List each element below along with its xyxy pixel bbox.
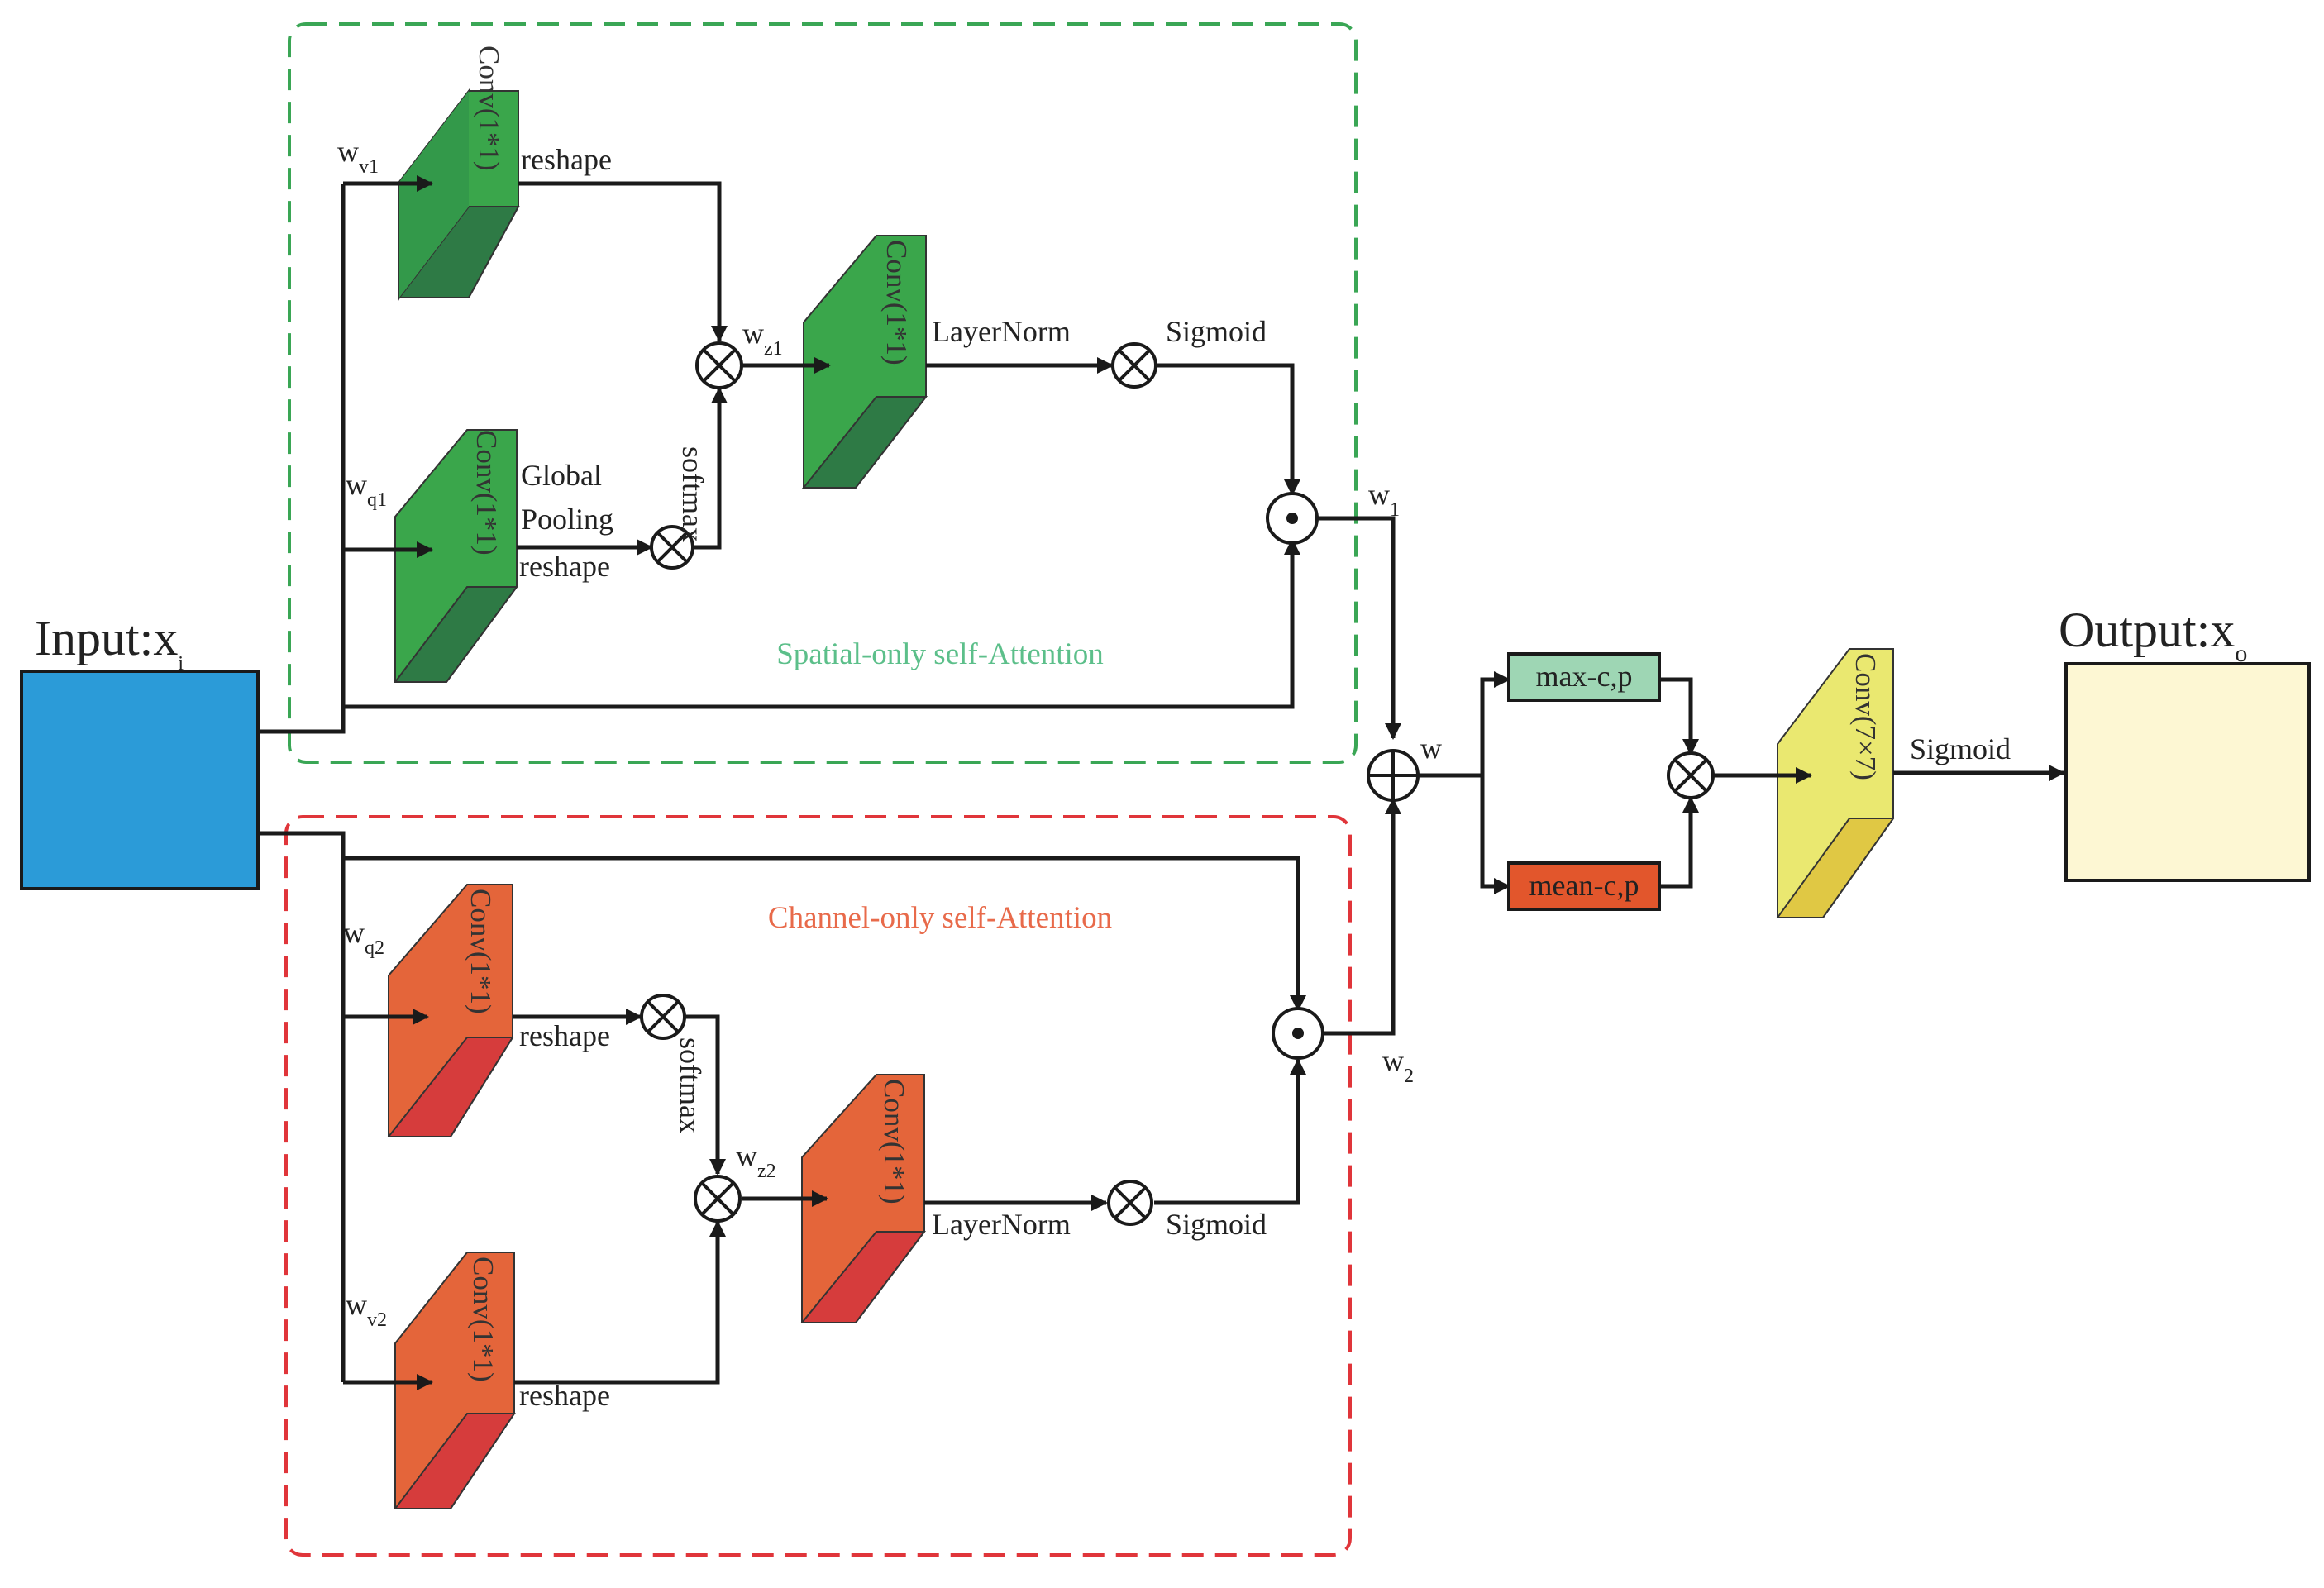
input-title: Input:xi [35,611,184,675]
conv-block-q1 [393,429,518,683]
spatial-attention-frame [288,22,1358,764]
multiply-op-spatial-1 [695,341,743,389]
label-softmax-channel: softmax [674,1037,707,1133]
label-reshape-v1: reshape [521,143,612,176]
label-wv2: wv2 [346,1288,387,1331]
label-softmax-spatial: softmax [676,446,709,542]
multiply-op-layernorm-channel [1107,1180,1153,1226]
conv-block-z1 [801,235,928,489]
wire-residual-spatial [343,538,1300,709]
label-wz2: wz2 [736,1139,776,1182]
wire-w2 [1323,798,1401,1036]
dot-op-spatial [1266,492,1319,545]
wire-max-mul [1659,677,1699,756]
wire-residual-channel [343,856,1306,1012]
label-wv1: wv1 [337,135,379,178]
multiply-op-layernorm-spatial [1111,342,1157,389]
multiply-op-softmax-channel [640,994,686,1040]
dot-op-channel [1272,1007,1324,1060]
conv-block-v2 [393,1252,516,1509]
channel-attention-title: Channel-only self-Attention [768,901,1112,935]
conv-label-q1: Conv(1*1) [470,430,503,556]
wire-sigmoid-channel [1154,1058,1306,1205]
output-block [2064,662,2311,882]
label-sigmoid-channel: Sigmoid [1166,1208,1267,1241]
label-layernorm-spatial: LayerNorm [932,315,1071,348]
label-wq1: wq1 [346,468,387,511]
label-w2: w2 [1382,1044,1414,1087]
wire-w1 [1317,516,1401,740]
label-wq2: wq2 [343,916,384,959]
conv-block-7x7 [1776,648,1895,918]
multiply-op-fusion [1667,751,1715,799]
conv-label-7x7: Conv(7×7) [1849,653,1882,780]
wire-to-max [1480,671,1510,775]
label-w1: w1 [1368,478,1400,521]
wire-input-to-channel [259,831,346,1382]
conv-label-v1: Conv(1*1) [473,45,505,171]
wire-v2-reshape [514,1220,726,1385]
output-title: Output:xo [2059,603,2247,667]
mean-pool-box [1507,861,1661,911]
conv-block-v1 [397,88,520,301]
label-wz1: wz1 [742,317,783,360]
wire-sigmoid-spatial [1156,363,1300,496]
multiply-op-channel-1 [694,1175,742,1223]
max-pool-box [1507,652,1661,702]
conv-label-q2: Conv(1*1) [465,889,497,1014]
label-pooling: Pooling [521,503,613,536]
wire-softmax-down [685,1014,726,1176]
label-sigmoid-output: Sigmoid [1910,732,2011,765]
label-sigmoid-spatial: Sigmoid [1166,315,1267,348]
wire-softmax-up [693,387,728,550]
label-w: w [1420,732,1442,765]
conv-block-q2 [386,884,514,1137]
wire-input-to-spatial [259,184,346,734]
conv-label-z1: Conv(1*1) [880,240,913,365]
input-block [20,670,260,890]
multiply-op-softmax-spatial [650,525,694,570]
add-op [1367,749,1420,802]
max-pool-label: max-c,p [1536,660,1633,693]
wire-to-mean [1480,775,1510,894]
label-global: Global [521,459,602,492]
channel-attention-frame [284,815,1352,1557]
mean-pool-label: mean-c,p [1529,869,1639,902]
label-layernorm-channel: LayerNorm [932,1208,1071,1241]
spatial-attention-title: Spatial-only self-Attention [776,637,1104,671]
wire-v1-reshape [518,181,728,342]
label-reshape-q1: reshape [519,550,610,583]
conv-label-v2: Conv(1*1) [467,1257,499,1382]
label-reshape-q2: reshape [519,1019,610,1052]
wire-mean-mul [1659,796,1699,889]
conv-block-z2 [799,1074,927,1323]
conv-label-z2: Conv(1*1) [878,1079,910,1204]
label-reshape-v2: reshape [519,1379,610,1412]
